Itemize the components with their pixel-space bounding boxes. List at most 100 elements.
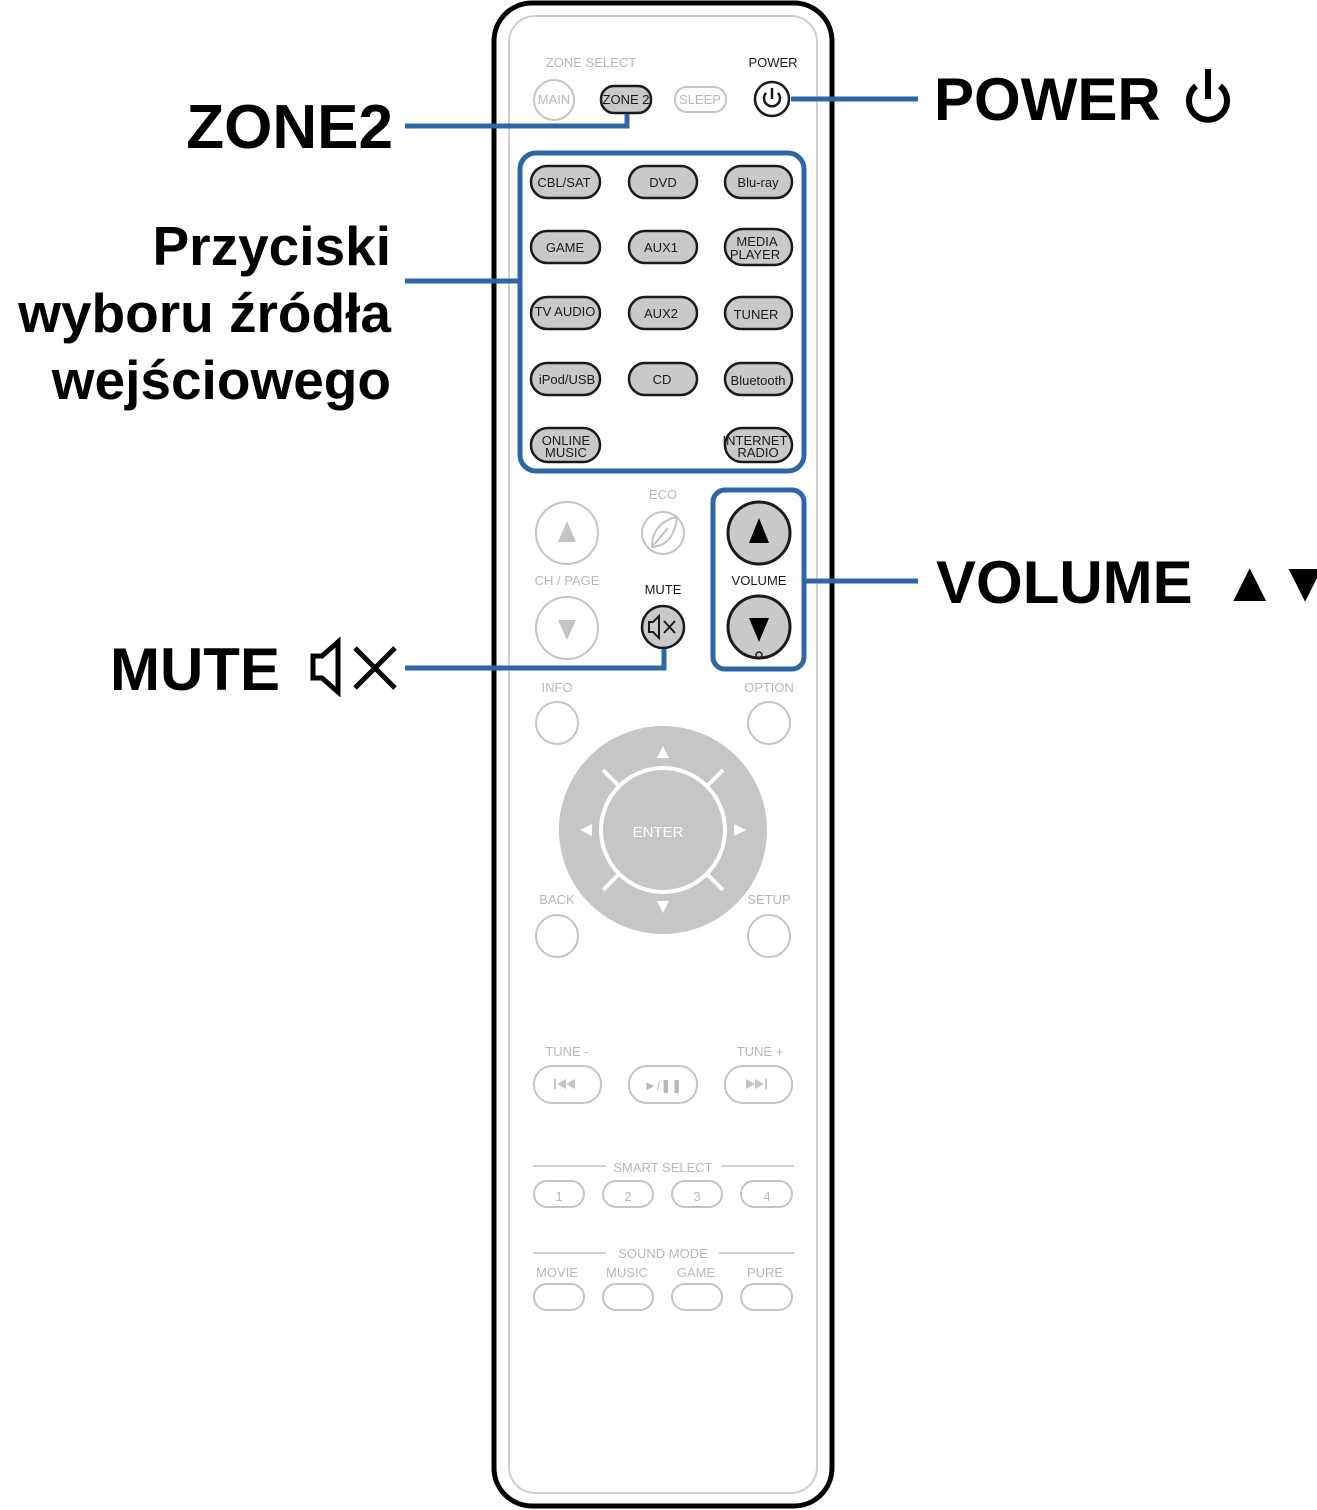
setup-label: SETUP: [747, 892, 790, 907]
aux1-button[interactable]: [627, 229, 699, 265]
cursor-down-icon: [657, 901, 669, 913]
tuner-label: TUNER: [734, 307, 779, 322]
play-pause-label: ►/❚❚: [644, 1078, 682, 1094]
option-button[interactable]: [747, 701, 791, 745]
sleep-button-label: SLEEP: [679, 92, 721, 107]
bluetooth-label: Bluetooth: [731, 373, 786, 388]
internet-radio-label-line2: RADIO: [737, 445, 778, 460]
media-player-button[interactable]: [723, 227, 794, 267]
aux2-button[interactable]: [627, 295, 699, 331]
movie-button[interactable]: [533, 1283, 585, 1311]
speaker-mute-icon: [310, 636, 397, 698]
game-button[interactable]: [529, 229, 602, 265]
tv-audio-label: TV AUDIO: [535, 304, 596, 319]
info-label: INFO: [541, 680, 572, 695]
ch-page-up-button[interactable]: [535, 501, 599, 565]
zone2-leader-line: [405, 114, 630, 129]
ch-page-down-button[interactable]: [535, 596, 599, 660]
eco-leaf-icon: [650, 515, 679, 549]
online-music-label-line2: MUSIC: [545, 445, 587, 460]
aux1-label: AUX1: [644, 240, 678, 255]
cd-label: CD: [653, 372, 672, 387]
smart-select-4-label: 4: [763, 1189, 770, 1204]
power-label: POWER: [748, 55, 797, 70]
smart-select-3-button[interactable]: [671, 1180, 723, 1208]
volume-down-arrow-icon: [749, 618, 769, 642]
music-button[interactable]: [602, 1283, 654, 1311]
online-music-button[interactable]: [529, 426, 602, 464]
eco-label: ECO: [649, 487, 677, 502]
previous-track-icon: [554, 1079, 575, 1089]
power-callout: POWER: [934, 66, 1161, 133]
game-label: GAME: [546, 240, 585, 255]
aux2-label: AUX2: [644, 306, 678, 321]
tv-audio-button[interactable]: [529, 295, 602, 331]
mute-leader-line: [405, 649, 667, 671]
cursor-left-icon: [580, 824, 592, 836]
tune-minus-label: TUNE -: [545, 1044, 588, 1059]
online-music-label-line1: ONLINE: [542, 433, 591, 448]
setup-button[interactable]: [747, 914, 791, 958]
smart-select-2-label: 2: [624, 1189, 631, 1204]
main-button-label: MAIN: [538, 92, 571, 107]
tune-plus-label: TUNE +: [737, 1044, 784, 1059]
smart-select-3-label: 3: [693, 1189, 700, 1204]
mute-label: MUTE: [645, 582, 682, 597]
play-pause-button[interactable]: [628, 1065, 698, 1104]
main-button[interactable]: [533, 79, 575, 121]
bluetooth-button[interactable]: [723, 361, 794, 397]
remote-inner-outline: [508, 15, 818, 1494]
volume-arrows-callout: ▲▼: [1222, 550, 1317, 613]
zone-select-label: ZONE SELECT: [546, 55, 636, 70]
mute-button[interactable]: [640, 604, 686, 650]
option-label: OPTION: [744, 680, 794, 695]
volume-callout: VOLUME: [936, 549, 1193, 616]
sound-game-label: GAME: [677, 1265, 716, 1280]
cbl-sat-button[interactable]: [529, 164, 602, 200]
pure-button[interactable]: [740, 1283, 793, 1311]
source-callout-line3: wejściowego: [51, 349, 391, 411]
info-button[interactable]: [535, 701, 579, 745]
power-icon: [1186, 69, 1230, 123]
cbl-sat-label: CBL/SAT: [537, 175, 590, 190]
cd-button[interactable]: [627, 361, 699, 397]
pure-label: PURE: [747, 1265, 783, 1280]
next-button[interactable]: [724, 1065, 793, 1104]
sleep-button[interactable]: [674, 86, 727, 113]
zone2-callout: ZONE2: [186, 93, 393, 162]
movie-label: MOVIE: [536, 1265, 578, 1280]
smart-select-1-button[interactable]: [533, 1180, 585, 1208]
cursor-up-icon: [657, 746, 669, 758]
cursor-pad[interactable]: [559, 726, 767, 934]
dvd-label: DVD: [649, 175, 676, 190]
source-callout-line1: Przyciski: [152, 215, 391, 277]
tuner-button[interactable]: [723, 295, 794, 331]
source-callout-line2: wyboru źródła: [17, 282, 391, 344]
next-track-icon: [746, 1079, 767, 1089]
smart-select-label: SMART SELECT: [613, 1160, 712, 1175]
power-button-icon: [762, 88, 782, 108]
ipod-usb-button[interactable]: [529, 361, 602, 397]
sound-mode-label: SOUND MODE: [618, 1246, 708, 1261]
bluray-label: Blu-ray: [737, 175, 779, 190]
volume-up-arrow-icon: [749, 518, 769, 543]
media-player-label-line2: PLAYER: [730, 247, 780, 262]
internet-radio-label-line1: INTERNET: [723, 433, 788, 448]
zone2-button[interactable]: [599, 84, 653, 115]
dvd-button[interactable]: [627, 164, 699, 200]
source-buttons-highlight: [517, 150, 807, 474]
smart-select-1-label: 1: [555, 1189, 562, 1204]
smart-select-4-button[interactable]: [740, 1180, 793, 1208]
ch-down-arrow-icon: [558, 620, 576, 640]
smart-select-2-button[interactable]: [602, 1180, 654, 1208]
sound-game-button[interactable]: [671, 1283, 723, 1311]
back-button[interactable]: [535, 914, 579, 958]
mute-callout: MUTE: [110, 636, 280, 703]
media-player-label-line1: MEDIA: [736, 234, 778, 249]
bluray-button[interactable]: [723, 164, 794, 200]
ipod-usb-label: iPod/USB: [539, 372, 595, 387]
cursor-right-icon: [734, 824, 746, 836]
internet-radio-button[interactable]: [723, 426, 794, 464]
eco-button[interactable]: [641, 511, 685, 555]
previous-button[interactable]: [533, 1065, 602, 1104]
